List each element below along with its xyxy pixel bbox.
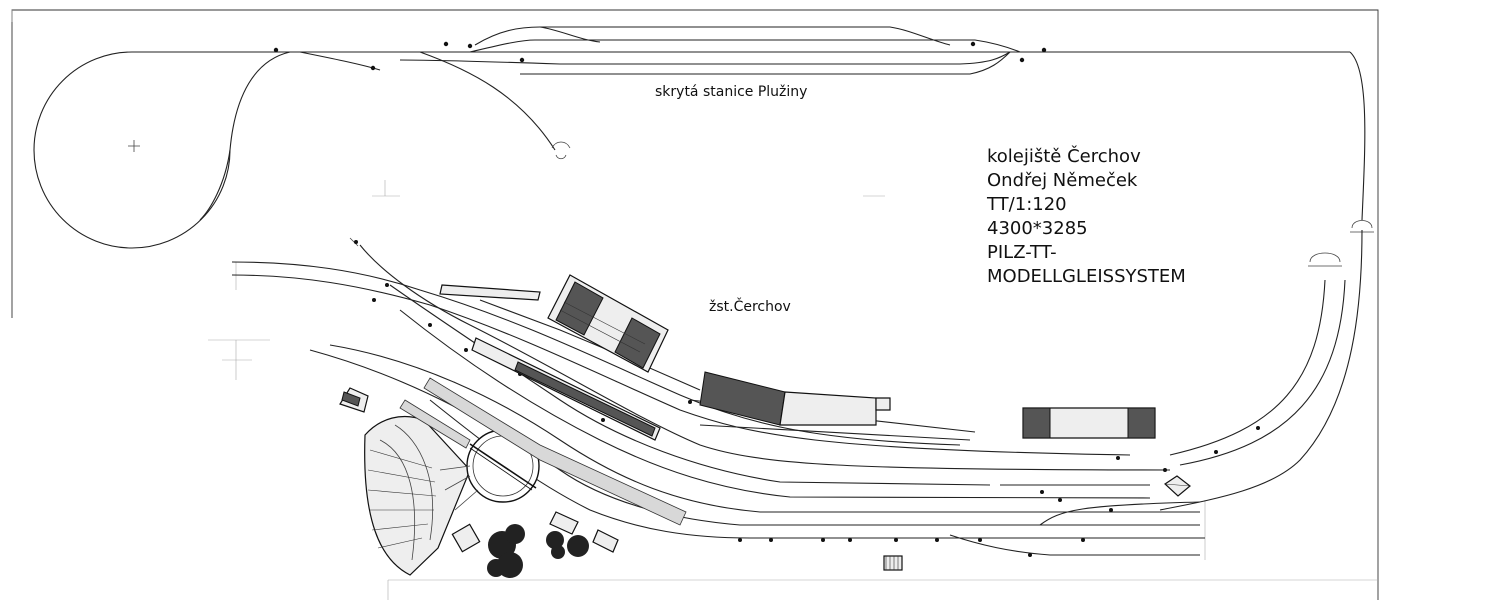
scale-text: TT/1:120 [987, 194, 1067, 215]
coal-stage [399, 377, 687, 526]
depot-shed [339, 387, 481, 553]
hidden-station-label: skrytá stanice Plužiny [655, 84, 808, 100]
station-tracks [231, 237, 1205, 557]
small-hut-right [1164, 475, 1191, 497]
goods-shed [699, 371, 891, 426]
small-buildings [549, 511, 619, 553]
freight-building-right [1022, 407, 1156, 439]
track-system-line-2: MODELLGLEISSYSTEM [987, 266, 1186, 287]
trees [487, 524, 589, 578]
layout-name: kolejiště Čerchov [987, 146, 1141, 167]
right-return-curve [1159, 229, 1363, 511]
dimensions-text: 4300*3285 [987, 218, 1088, 239]
roundhouse [364, 415, 471, 576]
station-label: žst.Čerchov [709, 299, 791, 315]
baseboard-outline [11, 9, 1379, 600]
station-building [547, 274, 669, 373]
hidden-station-tracks [33, 26, 1374, 267]
title-block: kolejiště Čerchov Ondřej Němeček TT/1:12… [987, 145, 1186, 289]
crossing-hut [883, 555, 903, 571]
track-system-line-1: PILZ-TT- [987, 242, 1057, 263]
station-platforms [439, 284, 661, 441]
author-name: Ondřej Němeček [987, 170, 1138, 191]
